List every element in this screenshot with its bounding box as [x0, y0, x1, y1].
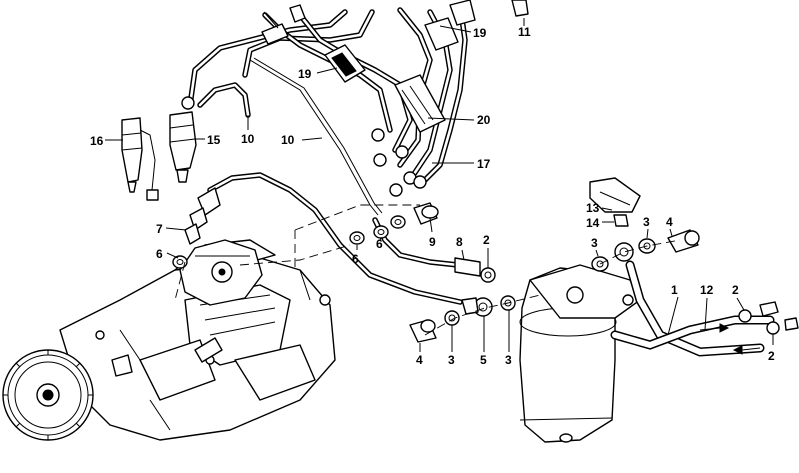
assembly-guide-lines: [174, 204, 681, 336]
bracket-13: [589, 177, 641, 213]
callout-16: 16: [90, 134, 104, 148]
callout-2-right-upper: 2: [732, 283, 739, 297]
callout-11: 11: [518, 25, 531, 39]
banjo-bolt-9: [413, 202, 439, 225]
callout-13: 13: [586, 201, 600, 215]
callout-9: 9: [429, 235, 436, 249]
banjo-fitting-right: [614, 242, 634, 262]
callout-10-long: 10: [281, 133, 295, 147]
sleeve-11: [511, 0, 529, 17]
callout-19-lower: 19: [298, 67, 312, 81]
leak-off-pipe-10: [197, 82, 251, 118]
fuel-filter: [519, 264, 641, 443]
callout-10-short: 10: [241, 132, 255, 146]
callout-15: 15: [207, 133, 221, 147]
callout-8: 8: [456, 235, 463, 249]
leader-lines: [105, 11, 774, 352]
injector-15: [169, 96, 197, 183]
callout-6-center-left: 6: [352, 252, 359, 266]
drive-gear-pulley: [2, 349, 94, 441]
callout-2-right-lower: 2: [768, 349, 775, 363]
line-clamp-19: [324, 44, 366, 83]
fuel-line-8: [372, 217, 481, 277]
callout-3-upper-left: 3: [591, 236, 598, 250]
hose-clip-2-center: [480, 267, 496, 283]
callout-3-lower-left: 3: [448, 353, 455, 367]
callout-19-upper: 19: [473, 26, 487, 40]
line-clamp-19-upper: [424, 0, 476, 51]
callout-labels: 11 19 19 20 16 15 10 10 17 7 6 6 6 9 8 2…: [90, 25, 775, 367]
callout-1: 1: [671, 283, 678, 297]
callout-7: 7: [156, 222, 163, 236]
leak-off-line-10-long: [249, 57, 383, 216]
callout-3-lower-right: 3: [505, 353, 512, 367]
callout-6-center: 6: [376, 237, 383, 251]
pump-head-cover: [179, 239, 263, 306]
fuel-line-7: [184, 172, 463, 305]
callout-5: 5: [480, 353, 487, 367]
banjo-bolt-4-upper: [667, 229, 700, 253]
callout-2-center: 2: [483, 233, 490, 247]
banjo-fitting-5: [461, 297, 493, 317]
injector-16: [121, 117, 159, 201]
callout-14: 14: [586, 216, 600, 230]
fuel-hose-1: [625, 260, 765, 357]
callout-12: 12: [700, 283, 714, 297]
callout-3-upper-right: 3: [643, 215, 650, 229]
line-clamp-upper: [261, 4, 306, 45]
callout-4-lower: 4: [416, 353, 423, 367]
callout-20: 20: [477, 113, 491, 127]
seal-ring-6: [172, 215, 406, 269]
banjo-bolt-4-lower: [409, 319, 437, 343]
callout-4-upper: 4: [666, 215, 673, 229]
line-nuts: [371, 128, 427, 197]
washer-3-lower-left: [444, 310, 460, 326]
callout-17: 17: [477, 157, 491, 171]
hose-clip-2-right: [738, 301, 799, 335]
nut-14: [613, 214, 629, 227]
callout-6-left: 6: [156, 247, 163, 261]
